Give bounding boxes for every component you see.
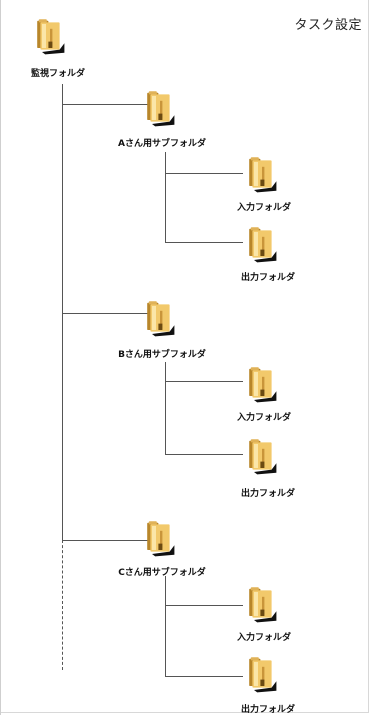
b-input-folder-icon[interactable] [246, 360, 278, 408]
a-input-line [165, 173, 243, 174]
c-input-line [165, 605, 243, 606]
root-folder-label: 監視フォルダ [30, 69, 86, 79]
b-output-folder-icon[interactable] [246, 432, 278, 480]
b-input-folder-label: 入力フォルダ [236, 413, 292, 423]
c-input-folder-icon[interactable] [246, 580, 278, 628]
c-input-folder-label: 入力フォルダ [236, 633, 292, 643]
a-input-folder-label: 入力フォルダ [236, 203, 292, 213]
b-output-line [165, 454, 243, 455]
a-input-folder-icon[interactable] [246, 150, 278, 198]
b-output-folder-label: 出力フォルダ [240, 489, 296, 499]
branch-line-b [62, 313, 148, 314]
branch-line-c [62, 540, 148, 541]
b-subfolder-icon[interactable] [144, 294, 176, 342]
root-trunk-line [62, 84, 63, 540]
a-output-folder-icon[interactable] [246, 220, 278, 268]
a-output-line [165, 242, 243, 243]
root-folder-icon[interactable] [34, 12, 66, 60]
c-output-line [165, 676, 243, 677]
b-trunk-line [165, 362, 166, 454]
branch-line-a [62, 104, 148, 105]
b-subfolder-label: Bさん用サブフォルダ [118, 350, 206, 360]
root-trunk-continuation [62, 540, 63, 670]
frame-left-edge [0, 0, 1, 715]
a-output-folder-label: 出力フォルダ [240, 273, 296, 283]
a-trunk-line [165, 152, 166, 242]
a-subfolder-icon[interactable] [144, 84, 176, 132]
c-output-folder-icon[interactable] [246, 650, 278, 698]
a-subfolder-label: Aさん用サブフォルダ [118, 139, 206, 149]
c-output-folder-label: 出力フォルダ [240, 705, 296, 715]
c-subfolder-icon[interactable] [144, 514, 176, 562]
b-input-line [165, 381, 243, 382]
c-subfolder-label: Cさん用サブフォルダ [118, 568, 206, 578]
c-trunk-line [165, 576, 166, 676]
diagram-title: タスク設定 [294, 18, 362, 33]
